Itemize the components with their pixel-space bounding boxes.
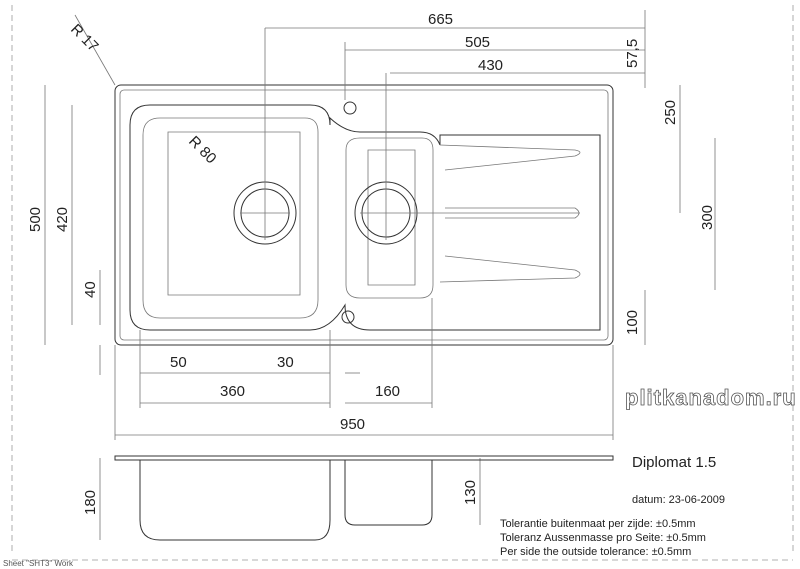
- dim-500: 500: [27, 207, 44, 232]
- dim-57-5: 57,5: [624, 39, 641, 68]
- sheet-label: Sheet "SHT3" Work: [3, 559, 74, 568]
- dim-360: 360: [220, 383, 245, 400]
- tolerance-de: Toleranz Aussenmasse pro Seite: ±0.5mm: [500, 532, 706, 544]
- dim-505: 505: [465, 34, 490, 51]
- dim-665: 665: [428, 11, 453, 28]
- drawing-title: Diplomat 1.5: [632, 454, 716, 471]
- dim-300: 300: [699, 205, 716, 230]
- tolerance-en: Per side the outside tolerance: ±0.5mm: [500, 546, 691, 558]
- dimension-lines: [44, 10, 716, 540]
- radius-r17: R 17: [67, 21, 101, 55]
- dim-420: 420: [54, 207, 71, 232]
- watermark: plitkanadom.ru: [625, 385, 797, 410]
- sink-section-view: [114, 455, 614, 541]
- dim-950: 950: [340, 416, 365, 433]
- dim-160: 160: [375, 383, 400, 400]
- dim-50: 50: [170, 354, 187, 371]
- dim-130: 130: [462, 480, 479, 505]
- dim-430: 430: [478, 57, 503, 74]
- drawing-date: datum: 23-06-2009: [632, 494, 725, 506]
- radius-r80: R 80: [185, 133, 219, 167]
- sheet-border: [11, 5, 794, 561]
- dim-40: 40: [82, 281, 99, 298]
- sink-top-view: [114, 28, 614, 346]
- dim-180: 180: [82, 490, 99, 515]
- dim-30: 30: [277, 354, 294, 371]
- dim-250: 250: [662, 100, 679, 125]
- tolerance-nl: Tolerantie buitenmaat per zijde: ±0.5mm: [500, 518, 696, 530]
- dim-100: 100: [624, 310, 641, 335]
